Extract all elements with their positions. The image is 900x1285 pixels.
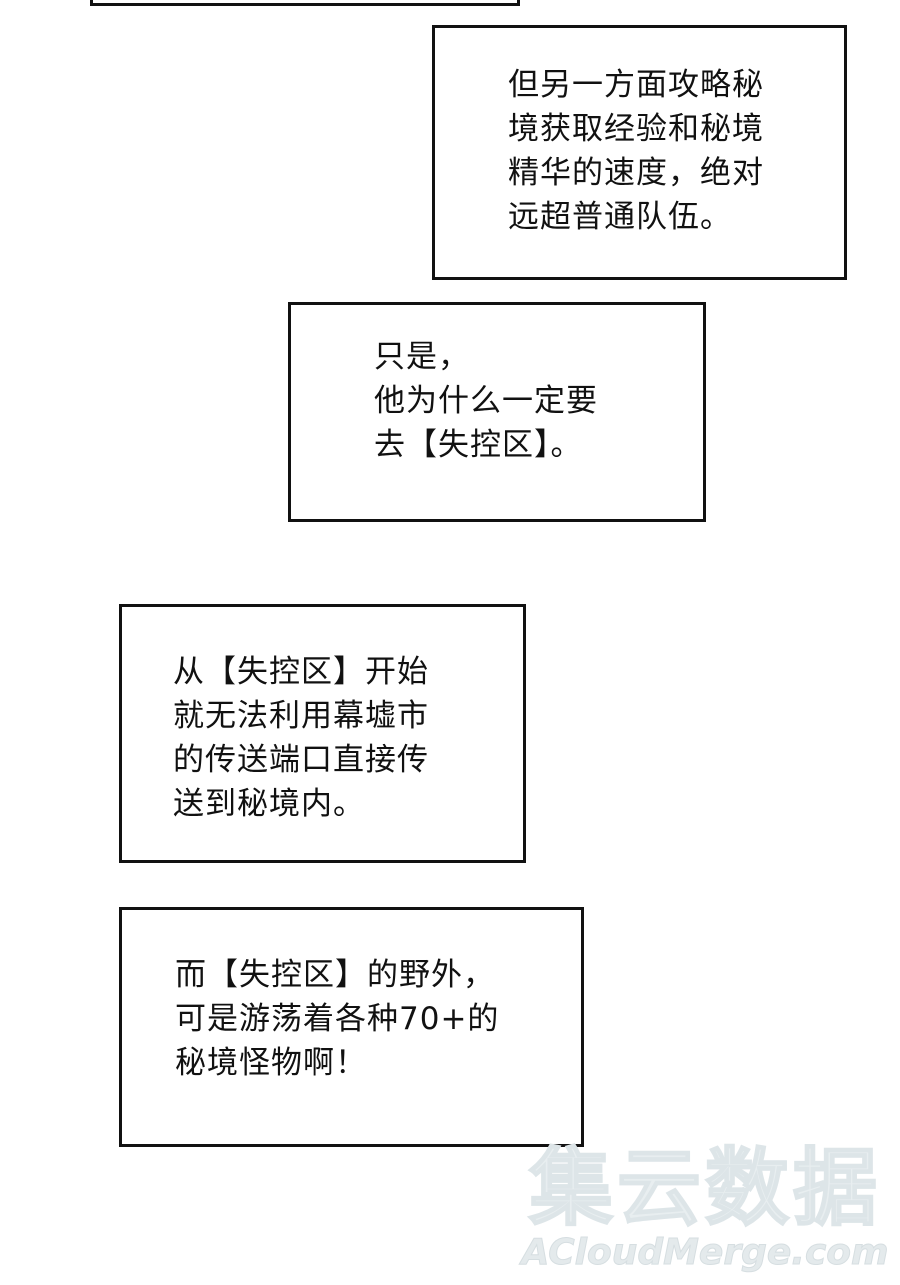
watermark-chinese: 集云数据 xyxy=(528,1139,881,1237)
caption-box-4: 而【失控区】的野外， 可是游荡着各种70+的 秘境怪物啊！ xyxy=(119,907,584,1147)
caption-text-2: 只是， 他为什么一定要 去【失控区】。 xyxy=(374,339,598,463)
caption-text-3: 从【失控区】开始 就无法利用幕墟市 的传送端口直接传 送到秘境内。 xyxy=(173,654,429,822)
watermark: 集云数据 ACloudMerge.com xyxy=(515,1139,895,1280)
caption-text-1: 但另一方面攻略秘 境获取经验和秘境 精华的速度，绝对 远超普通队伍。 xyxy=(508,67,764,235)
caption-box-2: 只是， 他为什么一定要 去【失控区】。 xyxy=(288,302,706,522)
previous-panel-fragment xyxy=(90,0,520,6)
caption-box-3: 从【失控区】开始 就无法利用幕墟市 的传送端口直接传 送到秘境内。 xyxy=(119,604,526,863)
watermark-english: ACloudMerge.com xyxy=(521,1232,889,1274)
caption-box-1: 但另一方面攻略秘 境获取经验和秘境 精华的速度，绝对 远超普通队伍。 xyxy=(432,25,847,280)
caption-text-4: 而【失控区】的野外， 可是游荡着各种70+的 秘境怪物啊！ xyxy=(175,957,500,1081)
